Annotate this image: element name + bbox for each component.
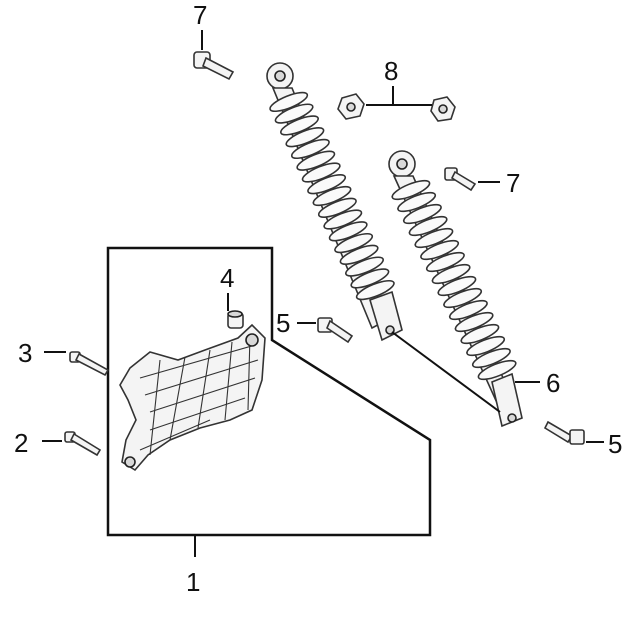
- spring-coil: [391, 179, 431, 201]
- callout-6: 6: [546, 368, 560, 398]
- spring-coil: [323, 209, 363, 230]
- spring-coil: [443, 287, 483, 309]
- callout-7-right: 7: [506, 168, 520, 198]
- shock-mounting-bracket: [119, 323, 266, 472]
- spring-coil: [269, 91, 309, 113]
- callout-5-middle: 5: [276, 308, 290, 338]
- spring-coil: [471, 347, 511, 369]
- spring-coil: [355, 279, 395, 301]
- spring-coil: [301, 162, 341, 183]
- spring-coil: [274, 103, 314, 124]
- spring-coil: [397, 191, 437, 213]
- spring-coil: [280, 115, 319, 136]
- spring-coil: [448, 299, 488, 321]
- bolt-part-2: [64, 431, 102, 457]
- bolt-part-5-right: [543, 420, 585, 445]
- callout-5-right: 5: [608, 429, 622, 459]
- bolt-part-7-top: [193, 51, 235, 81]
- spring-coil: [460, 323, 500, 345]
- spring-coil: [334, 232, 374, 254]
- assembly-frame: [106, 246, 432, 537]
- leader-8: [366, 86, 432, 106]
- spring-coil: [420, 239, 460, 261]
- spring-coil: [290, 138, 330, 160]
- shock-absorber-right: [388, 150, 523, 428]
- spring-coil: [408, 215, 448, 237]
- bolt-part-5-middle: [317, 317, 354, 344]
- callout-3: 3: [18, 338, 32, 368]
- callout-8: 8: [384, 56, 398, 86]
- spring-coil: [296, 150, 336, 171]
- nut-part-8-right: [430, 96, 456, 122]
- spring-coil: [350, 268, 390, 289]
- spring-coil: [466, 335, 506, 357]
- spring-coil: [414, 227, 454, 249]
- callout-2: 2: [14, 428, 28, 458]
- nut-part-8-left: [337, 93, 365, 120]
- callout-4: 4: [220, 263, 234, 293]
- spring-coil: [425, 251, 465, 273]
- shock-absorber-left: [266, 62, 403, 342]
- spring-coil: [454, 311, 494, 333]
- bushing-part-4: [227, 310, 244, 329]
- spring-coil: [312, 185, 352, 207]
- callout-7-top: 7: [193, 0, 207, 30]
- spring-coil: [477, 359, 517, 381]
- spring-coil: [285, 127, 325, 148]
- spring-coil: [431, 263, 471, 285]
- spring-coil: [317, 197, 357, 218]
- spring-coil: [345, 256, 384, 277]
- spring-coil: [307, 174, 347, 195]
- spring-coil: [339, 244, 379, 265]
- spring-coil: [437, 275, 477, 297]
- callout-1: 1: [186, 567, 200, 597]
- bolt-part-7-right: [444, 167, 477, 192]
- spring-coil: [402, 203, 442, 225]
- spring-coil: [328, 221, 368, 242]
- bolt-part-3: [69, 351, 110, 377]
